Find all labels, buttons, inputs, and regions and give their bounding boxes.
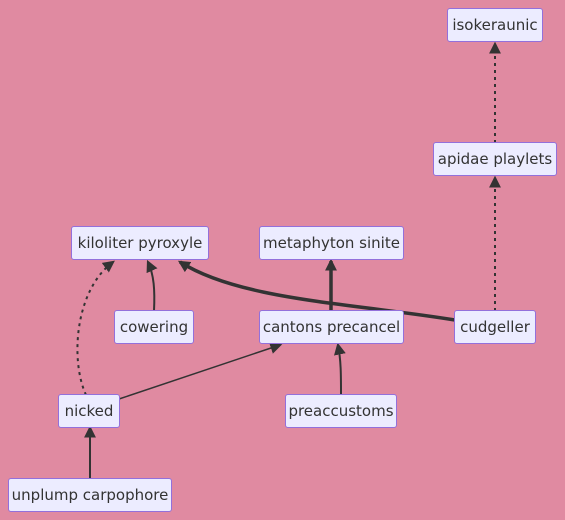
edge-preaccustoms-to-cantons-precancel xyxy=(333,342,346,395)
node-metaphyton-sinite[interactable]: metaphyton sinite xyxy=(259,226,404,260)
node-kiloliter-pyroxyle[interactable]: kiloliter pyroxyle xyxy=(71,226,209,260)
node-nicked[interactable]: nicked xyxy=(58,394,120,428)
edge-nicked-to-kiloliter-pyroxyle xyxy=(76,260,115,396)
edge-cudgeller-to-kiloliter-pyroxyle xyxy=(177,260,456,322)
node-preaccustoms[interactable]: preaccustoms xyxy=(285,394,397,428)
node-cudgeller[interactable]: cudgeller xyxy=(454,310,536,344)
node-isokeraunic[interactable]: isokeraunic xyxy=(447,8,543,42)
edge-cowering-to-kiloliter-pyroxyle xyxy=(146,259,158,312)
edge-nicked-to-cantons-precancel xyxy=(118,342,283,400)
node-unplump-carpophore[interactable]: unplump carpophore xyxy=(8,478,172,512)
node-cantons-precancel[interactable]: cantons precancel xyxy=(259,310,404,344)
node-apidae-playlets[interactable]: apidae playlets xyxy=(433,142,557,176)
node-cowering[interactable]: cowering xyxy=(114,310,194,344)
